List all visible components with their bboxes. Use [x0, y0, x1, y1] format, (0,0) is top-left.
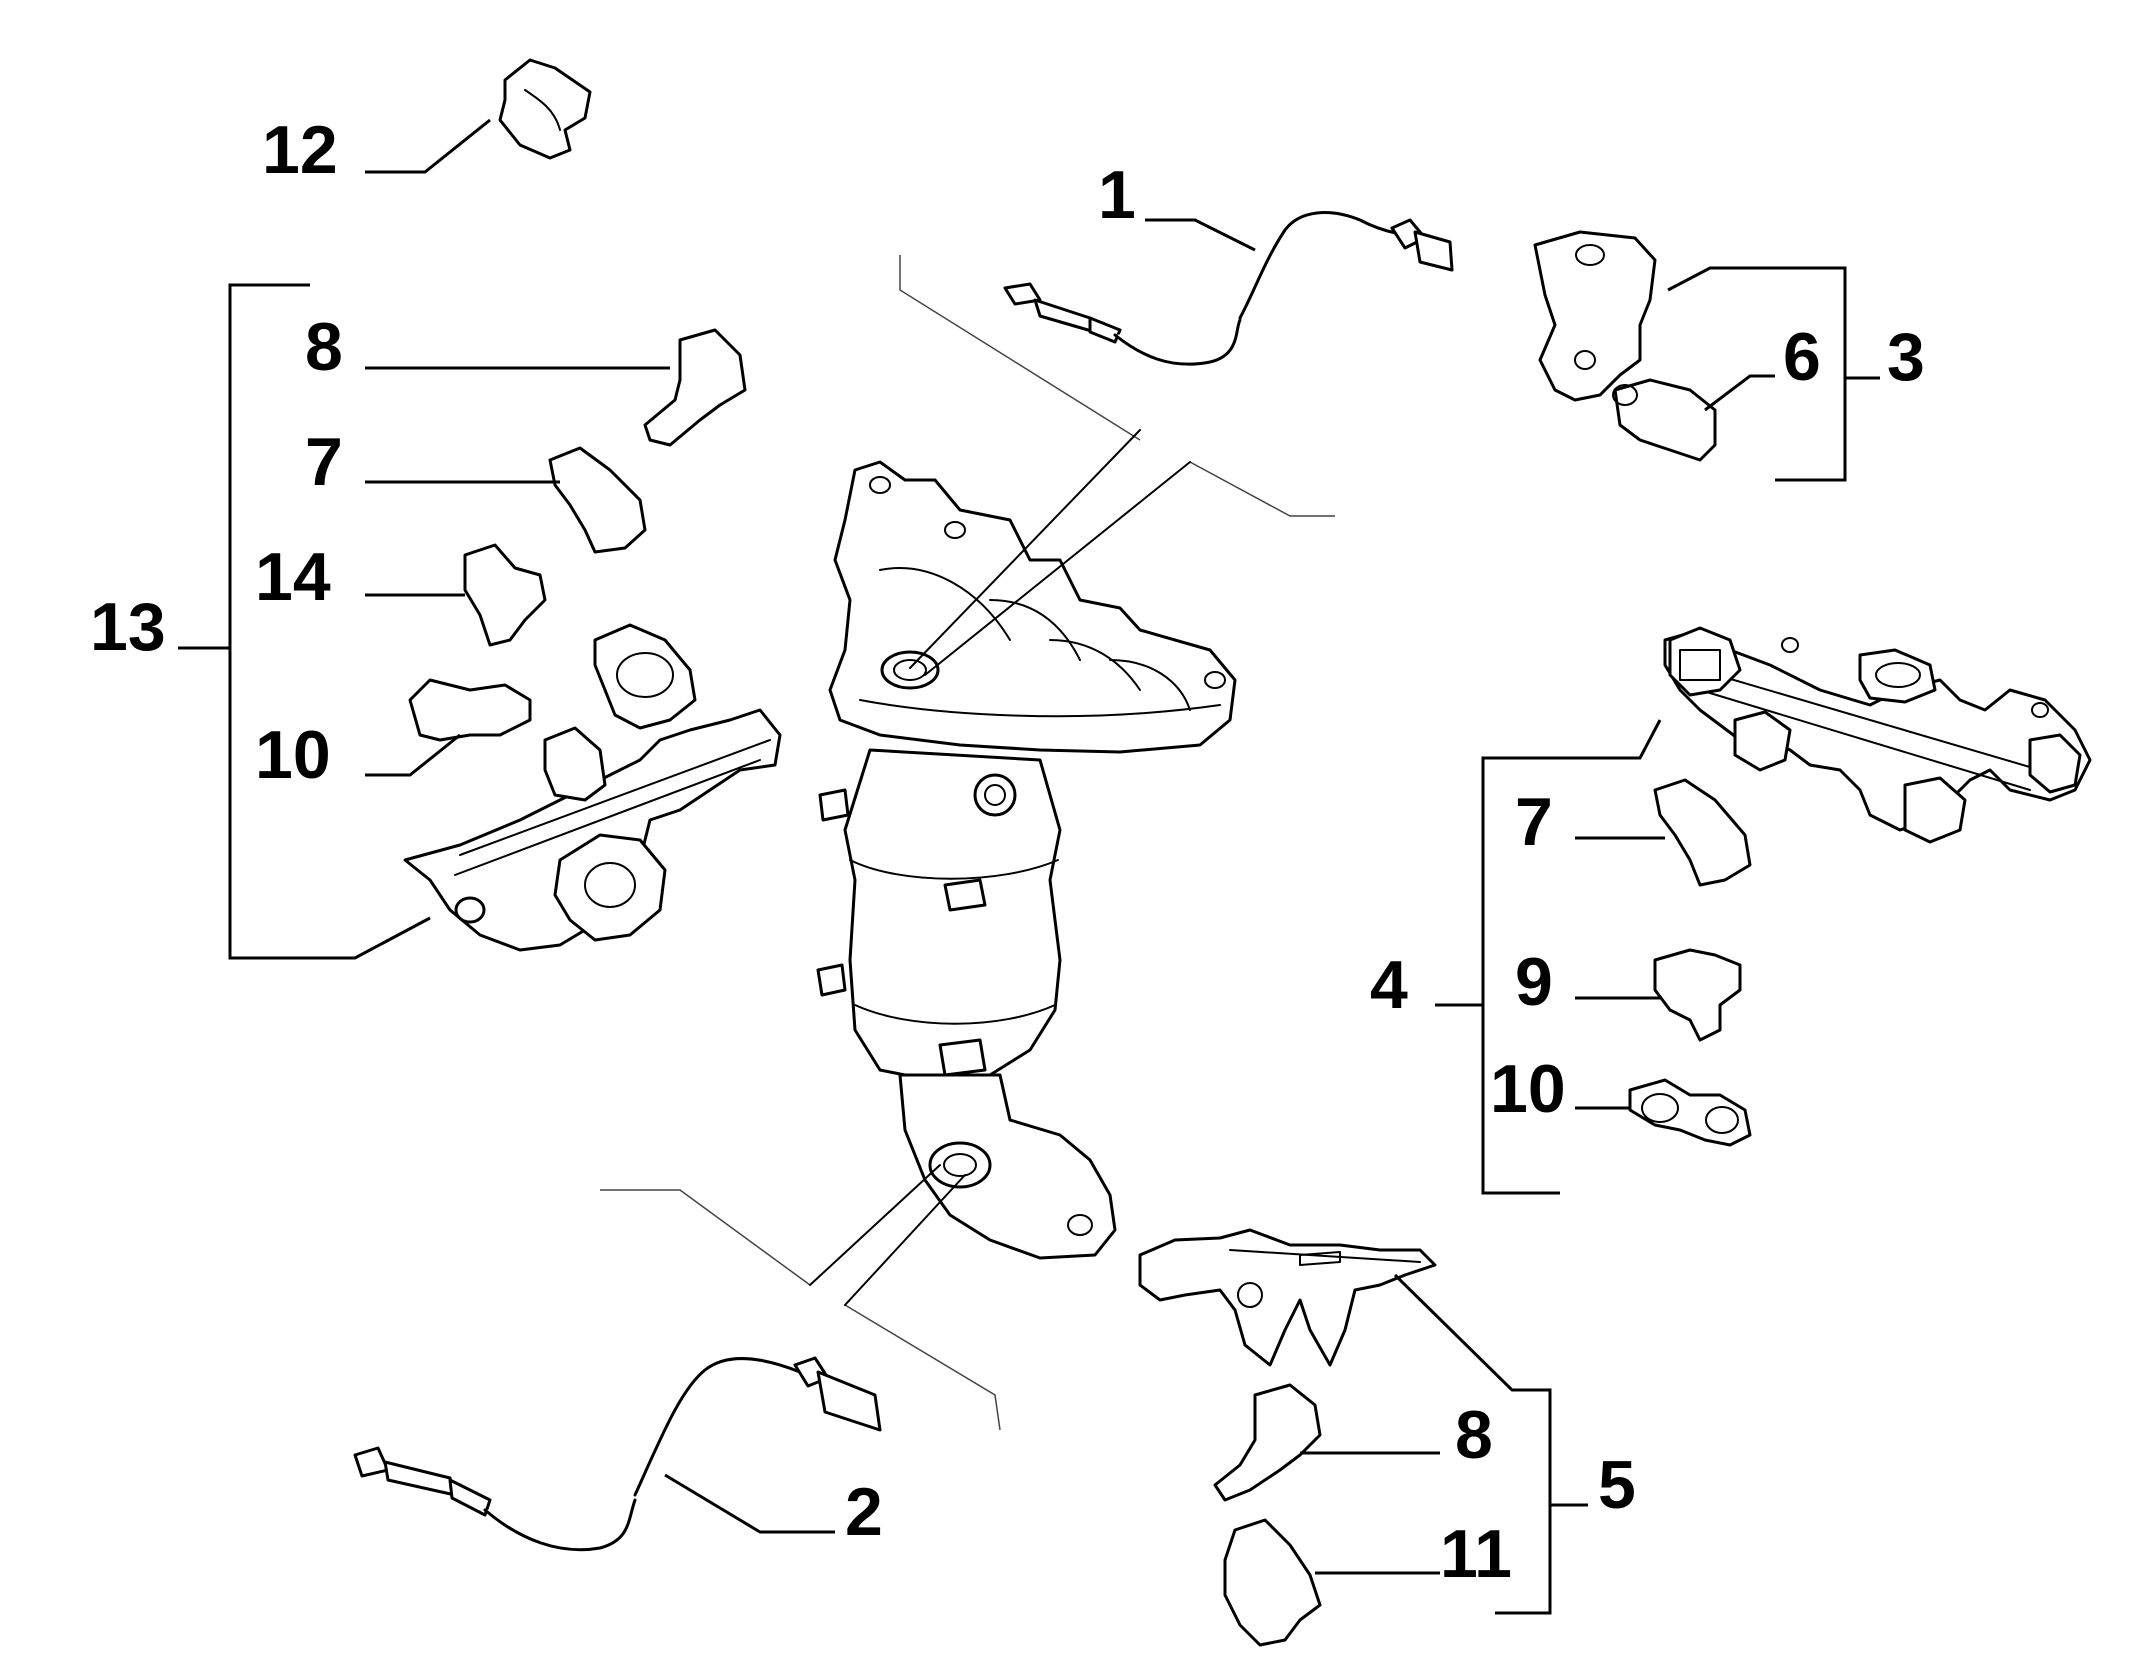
callout-8-left: 8 — [305, 309, 670, 385]
callout-label-3: 3 — [1887, 319, 1925, 395]
oxygen-sensor-lower — [353, 1356, 882, 1552]
callout-label-9: 9 — [1515, 944, 1553, 1020]
callout-label-12: 12 — [262, 112, 338, 188]
bracket-kit-right-top — [1533, 230, 1717, 462]
exhaust-manifold-catalyst — [600, 255, 1335, 1431]
callout-10-left: 10 — [255, 717, 461, 793]
brace-3 — [1667, 266, 1880, 482]
callout-13: 13 — [90, 589, 166, 665]
callout-label-14: 14 — [255, 539, 331, 615]
bracket-kit-lower — [1138, 1228, 1437, 1647]
callout-label-7-left: 7 — [305, 424, 343, 500]
callout-label-4: 4 — [1370, 947, 1408, 1023]
callout-8-lower: 8 — [1300, 1397, 1493, 1473]
callout-14: 14 — [255, 539, 465, 615]
callout-10-right: 10 — [1490, 1051, 1630, 1127]
brace-4 — [1435, 719, 1662, 1195]
callout-12: 12 — [262, 112, 491, 188]
callout-label-6: 6 — [1783, 319, 1821, 395]
callout-1: 1 — [1098, 157, 1256, 252]
callout-label-13: 13 — [90, 589, 166, 665]
callout-label-1: 1 — [1098, 157, 1136, 233]
callout-label-10-right: 10 — [1490, 1051, 1566, 1127]
callout-label-10-left: 10 — [255, 717, 331, 793]
callout-4: 4 — [1370, 947, 1408, 1023]
callout-label-11: 11 — [1440, 1516, 1512, 1592]
callout-6: 6 — [1704, 319, 1821, 412]
callout-label-8-left: 8 — [305, 309, 343, 385]
callout-label-2: 2 — [845, 1474, 883, 1550]
callout-5: 5 — [1598, 1447, 1636, 1523]
callout-9: 9 — [1515, 944, 1660, 1020]
harness-bracket-right — [1628, 626, 2092, 1147]
brace-5 — [1393, 1273, 1588, 1615]
oxygen-sensor-upper — [1003, 211, 1454, 366]
callout-label-8-lower: 8 — [1455, 1397, 1493, 1473]
harness-bracket-left — [403, 328, 782, 952]
callout-11: 11 — [1315, 1516, 1512, 1592]
callout-7-right: 7 — [1515, 784, 1665, 860]
callout-3: 3 — [1887, 319, 1925, 395]
callout-label-5: 5 — [1598, 1447, 1636, 1523]
clip-12 — [498, 58, 592, 160]
brace-13 — [178, 283, 431, 960]
callout-7-left: 7 — [305, 424, 560, 500]
callout-label-7-right: 7 — [1515, 784, 1553, 860]
callout-2: 2 — [664, 1473, 883, 1550]
